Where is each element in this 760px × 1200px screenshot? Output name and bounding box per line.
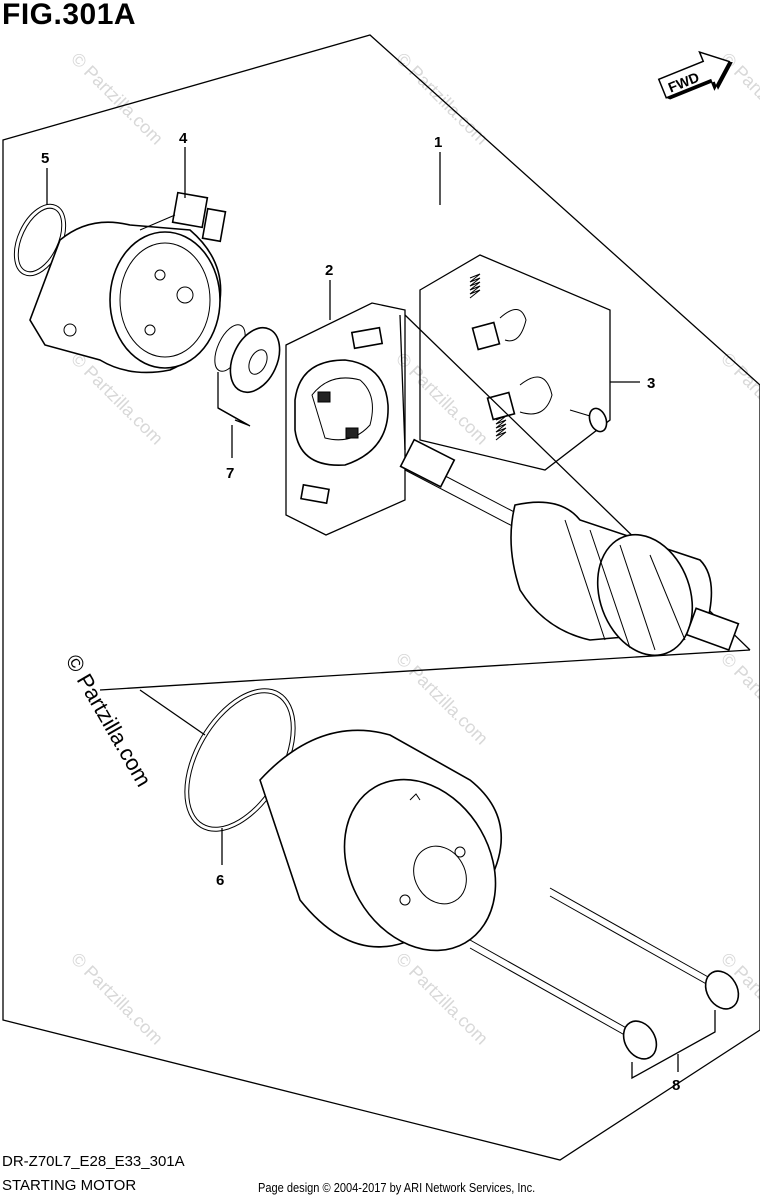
callout-5: 5 [41, 150, 49, 167]
leader-guide [139, 689, 206, 736]
brush-holder [294, 326, 389, 505]
watermark: © Partzilla.com [717, 649, 760, 749]
watermark: © Partzilla.com [67, 49, 167, 149]
watermark: © Partzilla.com [717, 349, 760, 449]
model-code: DR-Z70L7_E28_E33_301A [2, 1153, 185, 1170]
brush-holder-box [285, 302, 406, 536]
watermark: © Partzilla.com [67, 949, 167, 1049]
figure-title: FIG.301A [2, 0, 137, 31]
callout-6: 6 [216, 872, 224, 889]
brush-set [469, 273, 608, 441]
callout-4: 4 [179, 130, 188, 147]
watermark: © Partzilla.com [392, 649, 492, 749]
bracket-8 [631, 1010, 716, 1080]
watermark: © Partzilla.com [392, 949, 492, 1049]
motor-yoke [259, 729, 502, 952]
armature [399, 438, 740, 657]
callout-3: 3 [647, 375, 655, 392]
diagram-caption: STARTING MOTOR [2, 1177, 137, 1194]
watermark-large: © Partzilla.com [61, 650, 157, 791]
washer-set [214, 324, 281, 393]
callout-2: 2 [325, 262, 333, 279]
callout-8: 8 [672, 1077, 680, 1094]
assembly-guide-line [99, 649, 751, 691]
assembly-axis-line [399, 314, 406, 451]
watermark: © Partzilla.com [392, 349, 492, 449]
bolt-set [469, 887, 740, 1060]
bracket-7-link [217, 407, 251, 427]
brush-set-box [419, 254, 611, 471]
page-credit: Page design © 2004-2017 by ARI Network S… [258, 1180, 536, 1195]
assembly-boundary [2, 34, 760, 1161]
callout-1: 1 [434, 134, 442, 151]
callout-7: 7 [226, 465, 234, 482]
rear-housing [29, 191, 227, 374]
